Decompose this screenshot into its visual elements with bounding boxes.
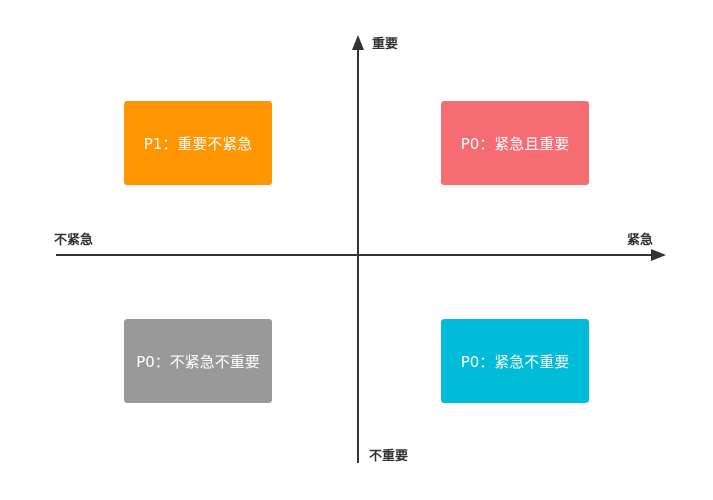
quadrant-important-not-urgent: P1：重要不紧急 [124,101,272,185]
quadrant-urgent-not-important: P0：紧急不重要 [441,319,589,403]
y-axis-top-label: 重要 [372,37,399,52]
horizontal-axis-arrow [651,249,666,261]
y-axis-bottom-label: 不重要 [369,449,409,464]
quadrant-urgent-and-important: P0：紧急且重要 [441,101,589,185]
x-axis-left-label: 不紧急 [54,233,94,248]
quadrant-not-urgent-not-important: P0：不紧急不重要 [124,319,272,403]
vertical-axis-arrow [352,35,364,50]
x-axis-right-label: 紧急 [627,233,654,248]
